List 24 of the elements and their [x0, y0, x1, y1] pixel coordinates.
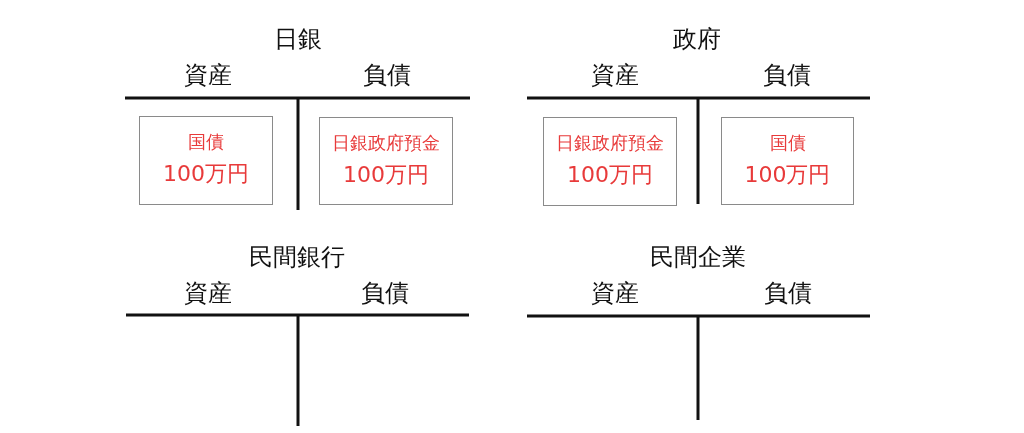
- account-title: 民間銀行: [249, 245, 345, 269]
- entry-amount: 100万円: [163, 163, 249, 185]
- account-title: 政府: [673, 27, 721, 51]
- column-heading: 資産: [591, 281, 639, 305]
- entry-amount: 100万円: [744, 164, 831, 186]
- column-heading: 資産: [184, 281, 232, 305]
- entry-box: [139, 116, 273, 205]
- column-heading: 負債: [363, 63, 411, 87]
- entry-name: 国債: [769, 134, 806, 152]
- account-title: 民間企業: [650, 245, 746, 269]
- column-heading: 負債: [763, 63, 811, 87]
- column-heading: 資産: [591, 63, 639, 87]
- column-heading: 負債: [764, 281, 812, 305]
- entry-name: 日銀政府預金: [556, 134, 664, 152]
- entry-name: 国債: [188, 133, 224, 151]
- entry-amount: 100万円: [567, 164, 653, 186]
- column-heading: 資産: [184, 63, 232, 87]
- entry-box: [721, 117, 854, 205]
- entry-box: [319, 117, 453, 205]
- account-title: 日銀: [274, 27, 322, 51]
- entry-name: 日銀政府預金: [332, 134, 440, 152]
- column-heading: 負債: [361, 281, 409, 305]
- entry-box: [543, 117, 677, 206]
- entry-amount: 100万円: [343, 164, 429, 186]
